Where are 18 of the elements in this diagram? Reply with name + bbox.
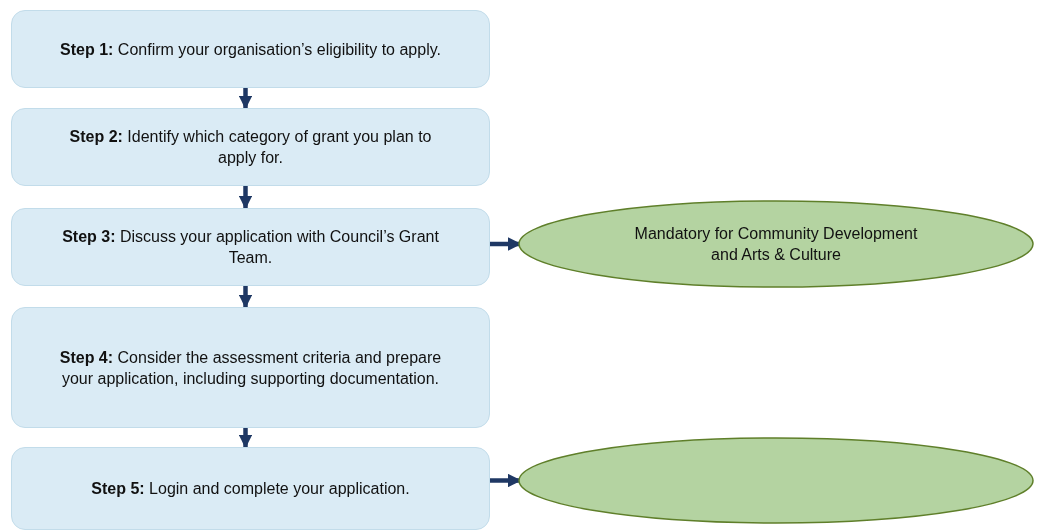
arrow <box>238 286 253 309</box>
step-text: Step 1: Confirm your organisation’s eligibility to apply. <box>60 39 441 60</box>
step-box <box>11 10 490 88</box>
arrow <box>238 186 253 210</box>
step-box <box>11 208 490 286</box>
step-box <box>11 447 490 530</box>
step-text: Step 2: Identify which category of grant you plan to apply for. <box>68 127 433 168</box>
ellipse-node <box>518 200 1034 288</box>
step-box <box>11 307 490 428</box>
arrow <box>238 428 253 449</box>
arrow <box>238 88 253 110</box>
step-text: Step 4: Consider the assessment criteria and prepare your application, including supporting documentation. <box>58 347 443 389</box>
ellipse-text: Mandatory for Community Development and Arts & Culture <box>633 224 919 265</box>
ellipse-node <box>518 437 1034 524</box>
step-text: Step 3: Discuss your application with Council’s Grant Team. <box>61 227 440 268</box>
arrow <box>490 237 522 251</box>
step-box <box>11 108 490 186</box>
step-text: Step 5: Login and complete your application. <box>91 479 410 499</box>
